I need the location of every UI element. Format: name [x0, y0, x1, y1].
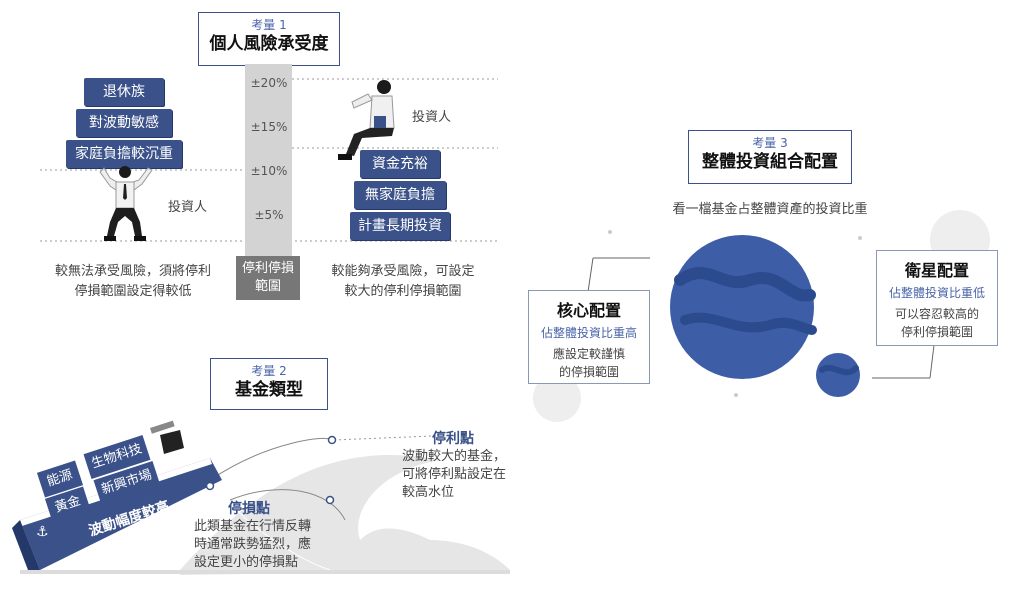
takeprofit-desc-2: 可將停利點設定在	[402, 467, 507, 482]
right-caption: 較能夠承受風險，可設定 較大的停利停損範圍	[318, 262, 488, 302]
stoploss-desc-1: 此類基金在行情反轉	[194, 519, 312, 534]
left-block-burden: 家庭負擔較沉重	[66, 140, 182, 168]
pct-20: ±20%	[250, 76, 288, 90]
takeprofit-desc-1: 波動較大的基金，	[402, 449, 507, 464]
c2-title: 基金類型	[235, 380, 303, 400]
anchor-icon: ⚓	[36, 524, 49, 540]
core-title: 核心配置	[556, 301, 621, 320]
stoploss-desc-3: 設定更小的停損點	[194, 555, 299, 570]
c3-title-box: 考量 3 整體投資組合配置	[688, 130, 852, 184]
range-bar	[245, 64, 292, 256]
stoploss-desc-2: 時通常跌勢猛烈，應	[194, 537, 312, 552]
left-investor-label: 投資人	[168, 200, 208, 215]
sat-sub: 佔整體投資比重低	[888, 286, 985, 300]
core-desc-2: 的停損範圍	[558, 365, 619, 379]
satellite-allocation-card: 衛星配置 佔整體投資比重低 可以容忍較高的 停利停損範圍	[876, 250, 998, 346]
c2-title-box: 考量 2 基金類型	[210, 358, 328, 410]
c3-title: 整體投資組合配置	[702, 152, 838, 172]
sat-desc: 可以容忍較高的 停利停損範圍	[877, 305, 997, 341]
takeprofit-leader	[327, 435, 433, 445]
takeprofit-title: 停利點	[432, 431, 474, 447]
right-caption-line-2: 較大的停利停損範圍	[344, 284, 462, 299]
c1-label: 考量 1	[251, 18, 287, 32]
left-caption-line-2: 停損範圍設定得較低	[74, 284, 192, 299]
left-block-retired: 退休族	[84, 78, 164, 106]
core-allocation-card: 核心配置 佔整體投資比重高 應設定較謹慎 的停損範圍	[528, 290, 650, 384]
takeprofit-desc: 波動較大的基金， 可將停利點設定在 較高水位	[402, 448, 506, 502]
pct-15: ±15%	[250, 120, 288, 134]
right-investor-label: 投資人	[412, 110, 452, 125]
sat-title: 衛星配置	[904, 261, 969, 280]
left-caption-line-1: 較無法承受風險，須將停利	[54, 264, 211, 279]
right-block-long-term: 計畫長期投資	[350, 212, 450, 240]
core-sub: 佔整體投資比重高	[540, 326, 637, 340]
c3-label: 考量 3	[752, 136, 788, 150]
range-bar-base: 停利停損 範圍	[236, 256, 300, 300]
core-desc: 應設定較謹慎 的停損範圍	[529, 345, 649, 381]
left-investor-figure	[99, 166, 153, 241]
c1-title-box: 考量 1 個人風險承受度	[198, 12, 340, 66]
bar-label-1: 停利停損	[241, 261, 294, 276]
takeprofit-desc-3: 較高水位	[402, 485, 455, 500]
right-investor-figure	[338, 80, 395, 160]
sat-desc-2: 停利停損範圍	[900, 325, 973, 339]
pct-5: ±5%	[254, 208, 284, 222]
stoploss-title: 停損點	[228, 501, 270, 517]
left-caption: 較無法承受風險，須將停利 停損範圍設定得較低	[38, 262, 228, 302]
stoploss-marker	[205, 481, 335, 505]
c3-subtitle: 看一檔基金占整體資產的投資比重	[672, 202, 868, 217]
c1-title: 個人風險承受度	[209, 34, 329, 54]
bar-label-2: 範圍	[254, 279, 281, 294]
right-block-no-burden: 無家庭負擔	[354, 181, 446, 209]
left-block-sensitive: 對波動敏感	[76, 109, 172, 137]
right-block-funds: 資金充裕	[360, 150, 440, 178]
stoploss-desc: 此類基金在行情反轉 時通常跌勢猛烈，應 設定更小的停損點	[194, 518, 311, 572]
right-caption-line-1: 較能夠承受風險，可設定	[331, 264, 475, 279]
core-desc-1: 應設定較謹慎	[552, 347, 625, 361]
c2-label: 考量 2	[251, 364, 287, 378]
pct-10: ±10%	[250, 164, 288, 178]
sat-desc-1: 可以容忍較高的	[894, 307, 979, 321]
